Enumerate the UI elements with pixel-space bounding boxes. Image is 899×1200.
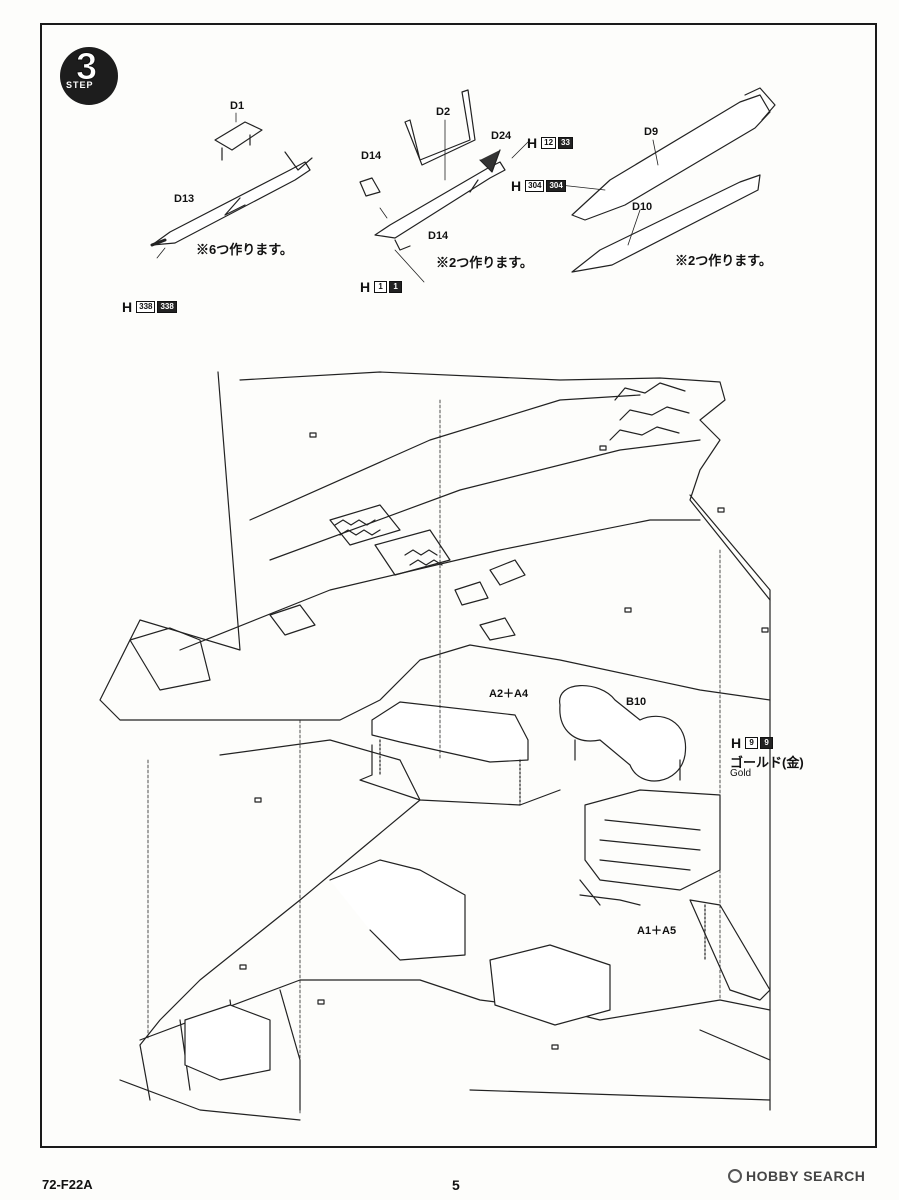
color-code-h9-a: 9 <box>745 737 759 749</box>
part-label-d9: D9 <box>644 126 659 138</box>
color-code-h304-b: 304 <box>546 180 566 192</box>
part-label-b10: B10 <box>626 696 647 708</box>
gold-color-jp: ゴールド(金) <box>730 755 804 770</box>
color-code-h304-prefix: H <box>511 178 522 194</box>
part-label-d2: D2 <box>436 106 451 118</box>
color-code-h338-a: 338 <box>136 301 156 313</box>
color-code-h12-prefix: H <box>527 135 538 151</box>
color-code-h304-a: 304 <box>525 180 545 192</box>
color-code-h9: H 9 9 <box>731 735 774 751</box>
color-code-h1-prefix: H <box>360 279 371 295</box>
watermark-logo-icon <box>728 1169 742 1183</box>
step-label: STEP <box>66 80 94 90</box>
color-code-h12-a: 12 <box>541 137 557 149</box>
part-label-d24: D24 <box>491 130 512 142</box>
part-label-d14-bottom: D14 <box>428 230 449 242</box>
color-code-h338-prefix: H <box>122 299 133 315</box>
page-number: 5 <box>452 1177 460 1193</box>
part-label-a1-a5: A1＋A5 <box>637 925 677 937</box>
color-code-h1: H 1 1 <box>360 279 403 295</box>
kit-code: 72-F22A <box>42 1177 93 1192</box>
note-make-two-right: ※2つ作ります。 <box>675 253 772 268</box>
gold-color-en: Gold <box>730 768 752 779</box>
step-badge <box>60 47 118 105</box>
part-label-a2-a4: A2＋A4 <box>489 688 529 700</box>
part-label-d1: D1 <box>230 100 245 112</box>
part-label-d10: D10 <box>632 201 653 213</box>
note-make-two-mid: ※2つ作ります。 <box>436 255 533 270</box>
watermark: HOBBY SEARCH <box>728 1168 865 1184</box>
color-code-h9-prefix: H <box>731 735 742 751</box>
color-code-h304: H 304 304 <box>511 178 566 194</box>
watermark-text: HOBBY SEARCH <box>746 1168 866 1184</box>
step-number: 3 <box>75 46 98 89</box>
color-code-h1-a: 1 <box>374 281 388 293</box>
color-code-h12-b: 33 <box>558 137 573 149</box>
note-make-six: ※6つ作ります。 <box>196 242 293 257</box>
part-label-d13: D13 <box>174 193 195 205</box>
page-frame <box>40 23 877 1148</box>
color-code-h338: H 338 338 <box>122 299 177 315</box>
part-label-d14-top: D14 <box>361 150 382 162</box>
color-code-h9-b: 9 <box>760 737 774 749</box>
color-code-h12: H 12 33 <box>527 135 573 151</box>
color-code-h1-b: 1 <box>389 281 403 293</box>
color-code-h338-b: 338 <box>157 301 177 313</box>
